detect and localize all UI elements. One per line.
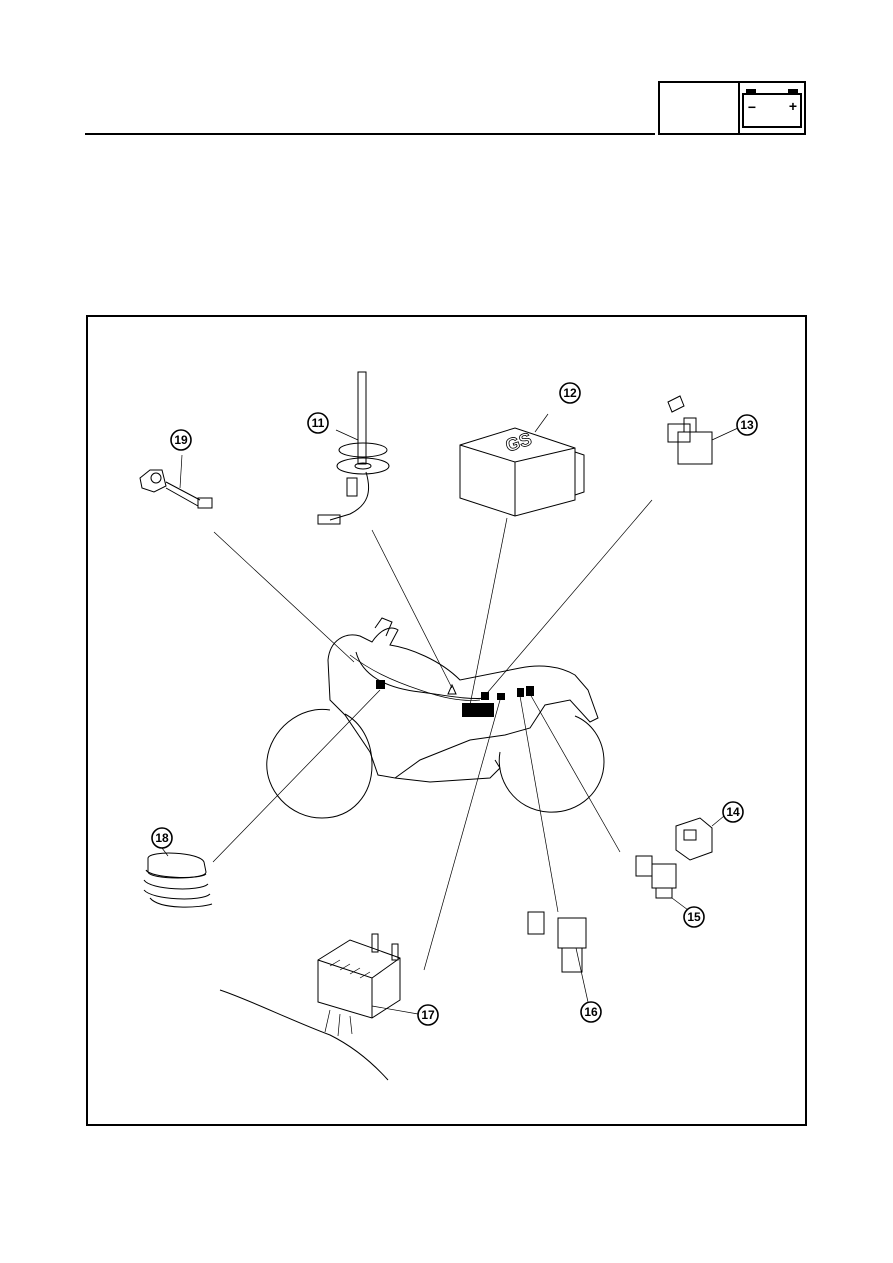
- callout-12: 12: [560, 383, 580, 403]
- fuse-box-icon: [220, 934, 418, 1080]
- callout-14-label: 14: [726, 805, 740, 819]
- callout-19: 19: [171, 430, 191, 450]
- starter-relay-icon: [668, 396, 738, 464]
- callout-13-label: 13: [740, 418, 754, 432]
- callout-16: 16: [581, 1002, 601, 1022]
- sensor-connector-icon: [140, 455, 212, 508]
- fuel-sender-icon: [318, 372, 389, 524]
- callout-12-label: 12: [563, 386, 577, 400]
- relay-pair-15-icon: [636, 856, 688, 910]
- callout-19-label: 19: [174, 433, 188, 447]
- callout-14: 14: [723, 802, 743, 822]
- callout-17: 17: [418, 1005, 438, 1025]
- leader-lines: [213, 500, 652, 970]
- callout-15: 15: [684, 907, 704, 927]
- callout-18-label: 18: [155, 831, 169, 845]
- callout-17-label: 17: [421, 1008, 435, 1022]
- relay-14-icon: [676, 816, 724, 860]
- callout-18: 18: [152, 828, 172, 848]
- callout-16-label: 16: [584, 1005, 598, 1019]
- callout-15-label: 15: [687, 910, 701, 924]
- relay-pair-16-icon: [528, 912, 588, 1002]
- callout-11-label: 11: [312, 416, 325, 430]
- callout-11: 11: [308, 413, 328, 433]
- callout-13: 13: [737, 415, 757, 435]
- ecu-box-icon: GS: [460, 414, 584, 516]
- motorcycle-icon: [267, 618, 604, 818]
- rectifier-regulator-icon: [144, 848, 212, 907]
